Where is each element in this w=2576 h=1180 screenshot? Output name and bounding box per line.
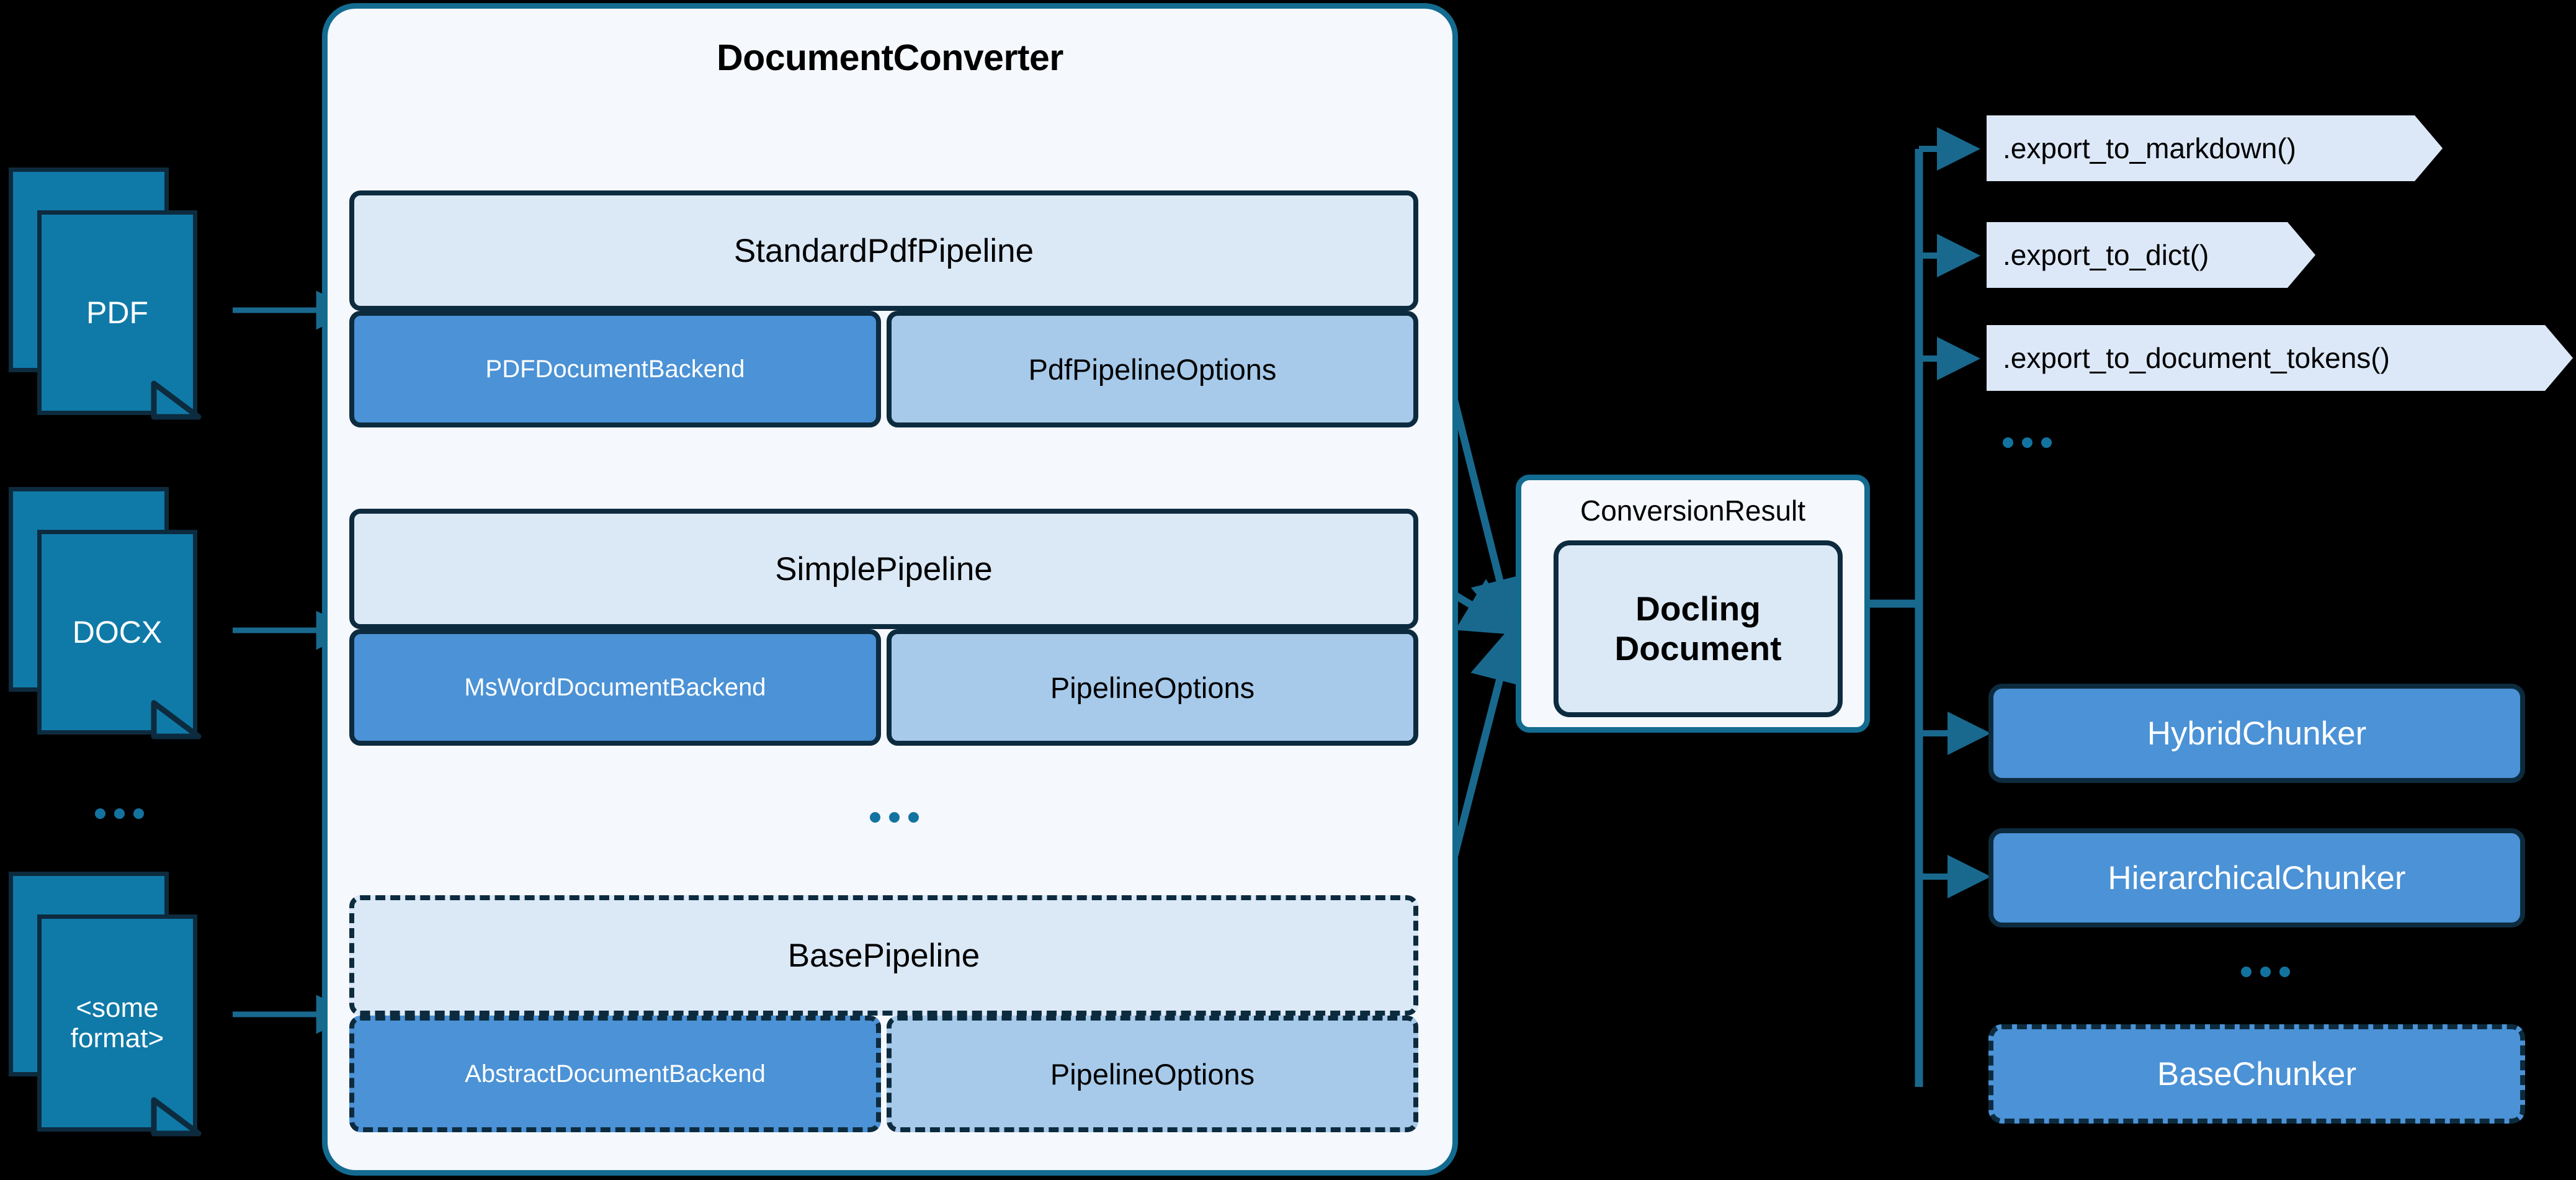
doc-label-docx: DOCX [72, 615, 163, 650]
conversion-result-label: ConversionResult [1580, 494, 1806, 527]
input-document-pdf[interactable]: PDF [9, 168, 232, 420]
doc-front-sheet: DOCX [37, 530, 197, 735]
chunker-hierarchical[interactable]: HierarchicalChunker [1988, 828, 2525, 927]
doc-label-pdf: PDF [86, 295, 148, 330]
pipeline-group-simple[interactable]: SimplePipeline MsWordDocumentBackend Pip… [349, 509, 1418, 746]
export-method-dict[interactable]: .export_to_dict() [1987, 222, 2315, 288]
chunker-base[interactable]: BaseChunker [1988, 1024, 2525, 1124]
pipeline-header-simple[interactable]: SimplePipeline [349, 509, 1418, 629]
pipeline-header-standard-pdf[interactable]: StandardPdfPipeline [349, 190, 1418, 311]
export-method-label: .export_to_markdown() [2003, 132, 2296, 164]
export-method-label: .export_to_document_tokens() [2003, 342, 2390, 374]
pipeline-options-base[interactable]: PipelineOptions [887, 1016, 1418, 1132]
docling-doc-line1: Docling [1635, 589, 1761, 628]
input-ellipsis [95, 808, 144, 819]
page-fold-icon [151, 1097, 202, 1137]
pipeline-group-base[interactable]: BasePipeline AbstractDocumentBackend Pip… [349, 895, 1418, 1132]
pipeline-group-standard-pdf[interactable]: StandardPdfPipeline PDFDocumentBackend P… [349, 190, 1418, 427]
result-output-trunk [1870, 149, 1923, 1087]
export-ellipsis [2003, 437, 2052, 448]
page-fold-icon [151, 380, 202, 420]
pipeline-header-base[interactable]: BasePipeline [349, 895, 1418, 1016]
input-document-docx[interactable]: DOCX [9, 487, 232, 740]
pipeline-backend-msword[interactable]: MsWordDocumentBackend [349, 629, 881, 746]
pipeline-options-simple[interactable]: PipelineOptions [887, 629, 1418, 746]
pipeline-ellipsis [870, 812, 919, 823]
docling-doc-line2: Document [1614, 628, 1782, 668]
export-method-document-tokens[interactable]: .export_to_document_tokens() [1987, 325, 2573, 391]
pipeline-backend-pdf[interactable]: PDFDocumentBackend [349, 311, 881, 427]
doc-front-sheet: PDF [37, 210, 197, 415]
pipeline-options-pdf[interactable]: PdfPipelineOptions [887, 311, 1418, 427]
export-method-markdown[interactable]: .export_to_markdown() [1987, 115, 2443, 181]
page-fold-icon [151, 700, 202, 740]
chunker-hybrid[interactable]: HybridChunker [1988, 684, 2525, 783]
pipeline-backend-abstract[interactable]: AbstractDocumentBackend [349, 1016, 881, 1132]
result-output-branches [1919, 127, 1992, 898]
chunker-ellipsis [2241, 967, 2290, 977]
page-title: DocumentConverter [717, 37, 1063, 78]
export-method-label: .export_to_dict() [2003, 239, 2209, 271]
